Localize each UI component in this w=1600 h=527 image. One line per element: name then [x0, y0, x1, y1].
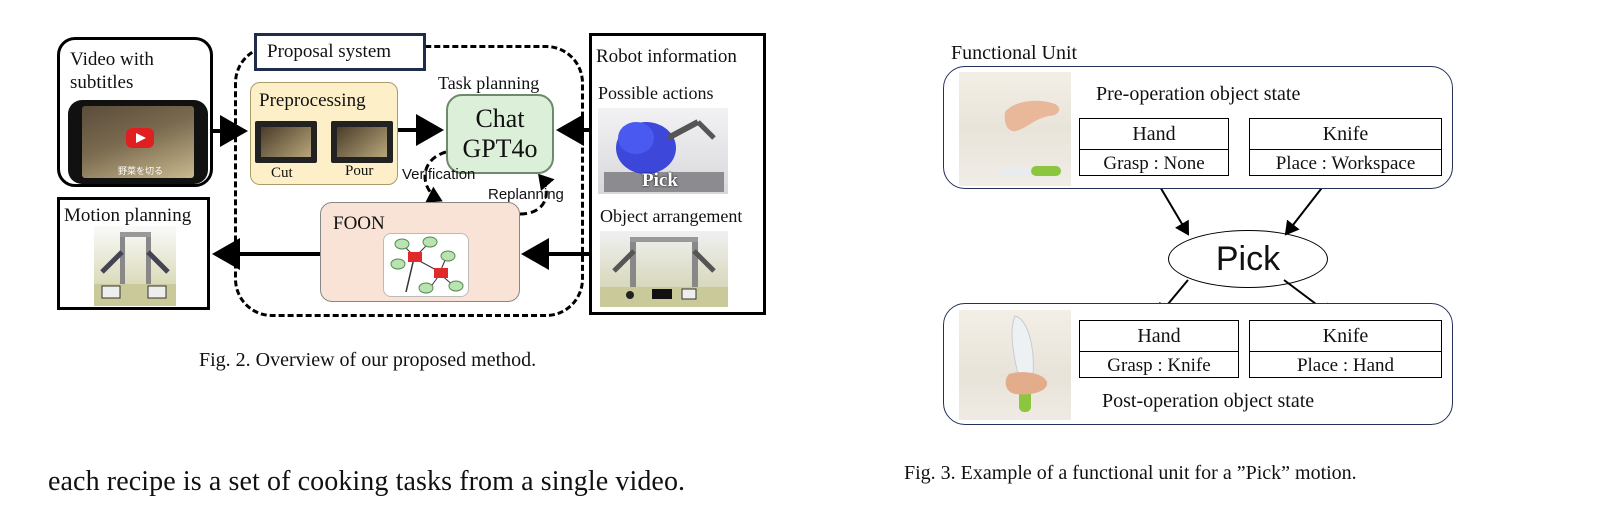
- task-planning-label: Task planning: [438, 73, 540, 93]
- youtube-play-icon: [126, 128, 154, 148]
- post-knife-state: Place : Hand: [1296, 355, 1395, 376]
- preprocessing-box: Preprocessing Cut Pour: [250, 82, 398, 185]
- possible-actions-title: Possible actions: [598, 83, 714, 103]
- preprocessing-title: Preprocessing: [259, 90, 366, 111]
- figure-2-caption: Fig. 2. Overview of our proposed method.: [199, 349, 537, 371]
- post-operation-box: Hand Grasp : Knife Knife Place : Hand Po…: [943, 303, 1453, 425]
- video-subtitle: 野菜を切る: [118, 167, 164, 177]
- post-knife-object: Knife Place : Hand: [1249, 320, 1442, 378]
- pre-operation-photo: [959, 72, 1071, 186]
- fig2-arrows: [212, 114, 589, 270]
- pre-knife-object: Knife Place : Workspace: [1249, 118, 1442, 176]
- foon-title: FOON: [333, 213, 385, 234]
- figure-3-caption: Fig. 3. Example of a functional unit for…: [904, 462, 1357, 484]
- body-text-line: each recipe is a set of cooking tasks fr…: [48, 466, 686, 497]
- post-hand-header: Hand: [1080, 321, 1238, 352]
- figure-2-overview: Proposal system Video with subtitles 野菜を…: [0, 0, 800, 420]
- video-title: Video with subtitles: [70, 48, 154, 94]
- robot-information-title: Robot information: [596, 46, 737, 67]
- pre-operation-label: Pre-operation object state: [1096, 83, 1301, 105]
- pre-hand-object: Hand Grasp : None: [1079, 118, 1229, 176]
- foon-graph-image: [383, 233, 469, 297]
- post-knife-header: Knife: [1250, 321, 1441, 352]
- phone-frame: 野菜を切る: [68, 100, 208, 184]
- foon-box: FOON: [320, 202, 520, 302]
- functional-unit-title: Functional Unit: [951, 42, 1078, 64]
- pre-knife-header: Knife: [1250, 119, 1441, 150]
- pre-hand-header: Hand: [1080, 119, 1228, 150]
- motion-planning-box: Motion planning: [57, 197, 210, 310]
- robot-pick-image: Pick: [598, 108, 728, 194]
- chat-line2: GPT4o: [462, 134, 538, 163]
- pick-motion-node: Pick: [1168, 230, 1328, 288]
- cut-frame-image: [255, 121, 317, 163]
- verification-label: Verification: [402, 166, 476, 183]
- post-hand-object: Hand Grasp : Knife: [1079, 320, 1239, 378]
- pre-operation-box: Pre-operation object state Hand Grasp : …: [943, 66, 1453, 189]
- pre-hand-state: Grasp : None: [1103, 153, 1205, 174]
- video-title-line2: subtitles: [70, 72, 134, 93]
- pre-knife-state: Place : Workspace: [1275, 153, 1416, 174]
- replanning-label: Replanning: [488, 186, 564, 203]
- chatgpt-box: Chat GPT4o: [446, 94, 554, 174]
- object-arrangement-title: Object arrangement: [600, 206, 743, 226]
- post-hand-state: Grasp : Knife: [1107, 355, 1211, 376]
- video-title-line1: Video with: [70, 49, 154, 70]
- video-box: Video with subtitles 野菜を切る: [57, 37, 213, 187]
- pour-label: Pour: [345, 163, 374, 179]
- motion-planning-title: Motion planning: [64, 205, 192, 226]
- robot-information-box: Robot information Possible actions Pick …: [589, 33, 766, 315]
- pour-frame-image: [331, 121, 393, 163]
- motion-planning-image: [94, 226, 176, 306]
- object-arrangement-image: [600, 231, 728, 307]
- cut-label: Cut: [271, 165, 293, 181]
- chat-line1: Chat: [475, 104, 525, 133]
- pick-action-label: Pick: [642, 170, 678, 191]
- post-operation-label: Post-operation object state: [1102, 390, 1315, 412]
- proposal-system-label: Proposal system: [254, 33, 426, 71]
- video-frame-image: 野菜を切る: [82, 106, 194, 178]
- post-operation-photo: [959, 310, 1071, 420]
